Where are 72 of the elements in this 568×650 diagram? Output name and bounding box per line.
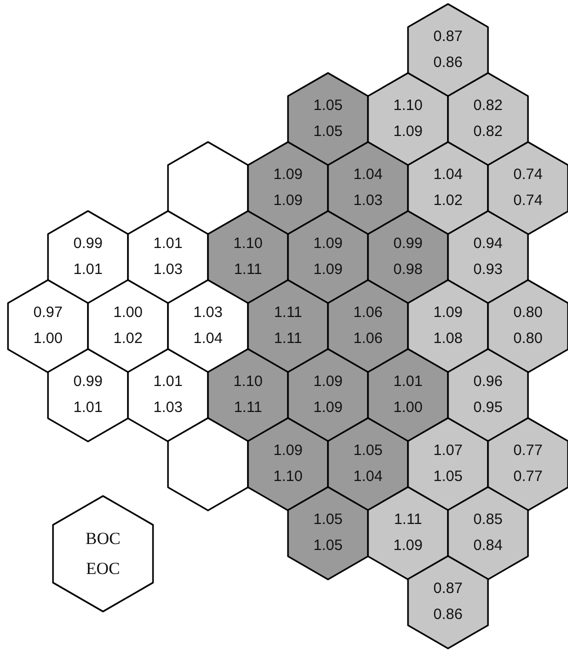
eoc-value: 1.01 <box>72 260 104 279</box>
boc-value: 1.11 <box>392 510 424 529</box>
boc-value: 0.99 <box>392 234 424 253</box>
boc-value: 1.10 <box>232 372 264 391</box>
eoc-value: 1.10 <box>272 468 304 486</box>
boc-value: 0.99 <box>72 234 104 253</box>
boc-value: 0.82 <box>472 96 504 115</box>
eoc-value: 1.05 <box>312 122 344 141</box>
boc-value: 1.10 <box>232 234 264 253</box>
boc-value: 1.05 <box>352 442 384 460</box>
eoc-value: 1.05 <box>312 536 344 555</box>
eoc-value: 1.09 <box>272 192 304 210</box>
eoc-value: 1.11 <box>232 398 264 417</box>
eoc-value: 1.09 <box>392 536 424 555</box>
eoc-value: 0.93 <box>472 260 504 279</box>
eoc-value: 0.74 <box>512 192 544 210</box>
eoc-value: 0.98 <box>392 260 424 279</box>
boc-value: 0.94 <box>472 234 504 253</box>
eoc-value: 1.09 <box>312 260 344 279</box>
eoc-value: 0.82 <box>472 122 504 141</box>
boc-value: 0.80 <box>512 304 544 322</box>
boc-value: 1.04 <box>432 166 464 184</box>
eoc-value: 1.00 <box>392 398 424 417</box>
eoc-value: 0.77 <box>512 468 544 486</box>
key-label: EOC <box>85 560 121 578</box>
boc-value: 1.01 <box>152 234 184 253</box>
eoc-value: 0.86 <box>432 54 464 72</box>
eoc-value: 1.06 <box>352 330 384 348</box>
eoc-value: 1.02 <box>112 330 144 348</box>
boc-value: 1.07 <box>432 442 464 460</box>
boc-value: 0.74 <box>512 166 544 184</box>
boc-value: 0.99 <box>72 372 104 391</box>
boc-value: 1.03 <box>192 304 224 322</box>
boc-value: 1.09 <box>432 304 464 322</box>
eoc-value: 1.02 <box>432 192 464 210</box>
eoc-value: 1.11 <box>272 330 304 348</box>
eoc-value: 1.03 <box>152 260 184 279</box>
boc-value: 1.00 <box>112 304 144 322</box>
eoc-value: 1.04 <box>192 330 224 348</box>
boc-value: 1.09 <box>272 442 304 460</box>
boc-value: 1.11 <box>272 304 304 322</box>
eoc-value: 1.09 <box>312 398 344 417</box>
boc-value: 1.01 <box>152 372 184 391</box>
eoc-value: 1.04 <box>352 468 384 486</box>
boc-value: 0.87 <box>432 580 464 598</box>
eoc-value: 1.00 <box>32 330 64 348</box>
key-label: BOC <box>84 530 122 548</box>
eoc-value: 1.08 <box>432 330 464 348</box>
boc-value: 1.01 <box>392 372 424 391</box>
eoc-value: 1.03 <box>352 192 384 210</box>
eoc-value: 1.11 <box>232 260 264 279</box>
boc-value: 1.09 <box>272 166 304 184</box>
eoc-value: 1.01 <box>72 398 104 417</box>
boc-value: 0.87 <box>432 28 464 46</box>
eoc-value: 1.09 <box>392 122 424 141</box>
boc-value: 0.96 <box>472 372 504 391</box>
eoc-value: 1.03 <box>152 398 184 417</box>
boc-value: 1.06 <box>352 304 384 322</box>
eoc-value: 0.95 <box>472 398 504 417</box>
boc-value: 0.85 <box>472 510 504 529</box>
eoc-value: 0.80 <box>512 330 544 348</box>
boc-value: 1.09 <box>312 234 344 253</box>
boc-value: 1.05 <box>312 96 344 115</box>
boc-value: 1.10 <box>392 96 424 115</box>
eoc-value: 0.84 <box>472 536 504 555</box>
eoc-value: 0.86 <box>432 606 464 624</box>
eoc-value: 1.05 <box>432 468 464 486</box>
boc-value: 0.77 <box>512 442 544 460</box>
boc-value: 0.97 <box>32 304 64 322</box>
boc-value: 1.04 <box>352 166 384 184</box>
boc-value: 1.05 <box>312 510 344 529</box>
boc-value: 1.09 <box>312 372 344 391</box>
